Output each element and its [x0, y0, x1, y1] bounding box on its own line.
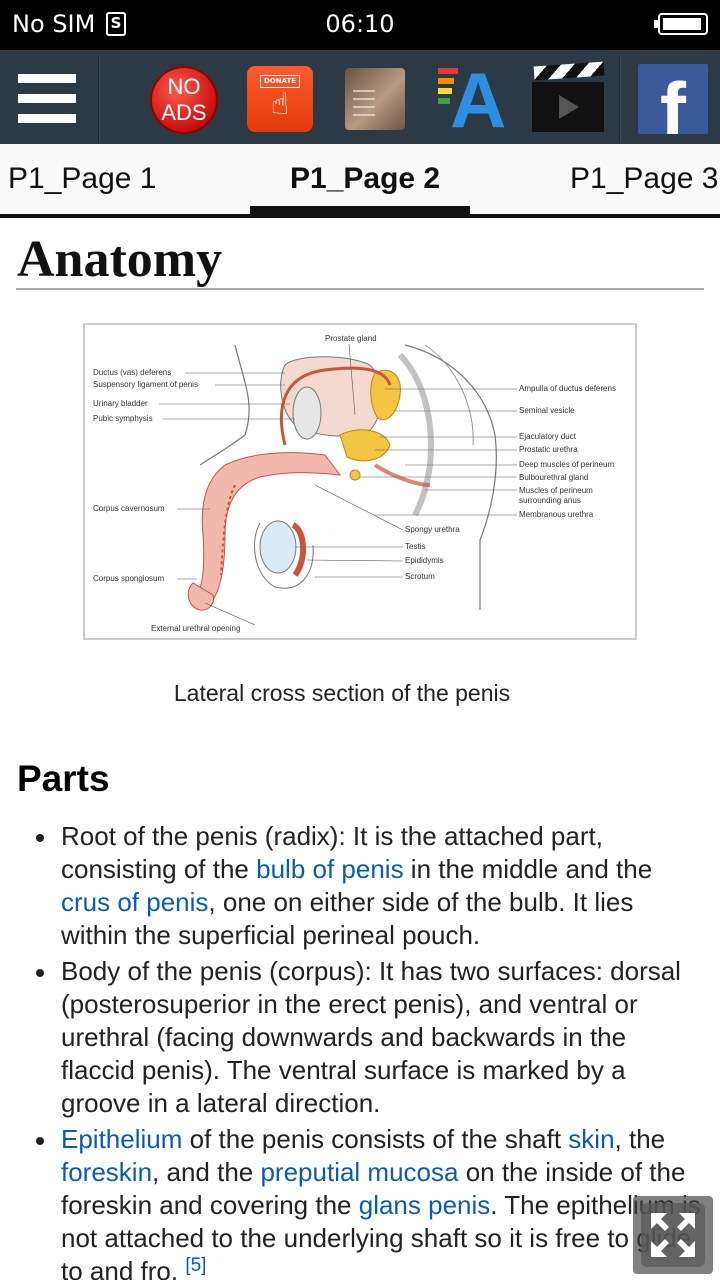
list-item: Body of the penis (corpus): It has two s…	[0, 955, 720, 1120]
sim-status-icon: S	[106, 12, 126, 36]
label-corpus-cavernosum: Corpus cavernosum	[93, 504, 165, 513]
reference-link[interactable]: [5]	[185, 1255, 207, 1276]
active-tab-indicator	[250, 206, 470, 214]
label-seminal-vesicle: Seminal vesicle	[519, 406, 575, 415]
label-testis: Testis	[405, 542, 425, 551]
label-prostatic-urethra: Prostatic urethra	[519, 445, 578, 454]
donate-label: DONATE	[260, 75, 300, 88]
section-title-parts: Parts	[17, 758, 110, 799]
label-ductus-deferens: Ductus (vas) deferens	[93, 368, 171, 377]
menu-icon[interactable]	[18, 74, 76, 124]
label-epididymis: Epididymis	[405, 556, 444, 565]
fullscreen-button[interactable]	[633, 1196, 713, 1274]
facebook-glyph: f	[660, 66, 686, 134]
link-epithelium[interactable]: Epithelium	[61, 1124, 183, 1154]
link-preputial-mucosa[interactable]: preputial mucosa	[260, 1157, 459, 1187]
book-icon[interactable]	[345, 68, 405, 130]
label-bulbourethral-gland: Bulbourethral gland	[519, 473, 588, 482]
link-crus-of-penis[interactable]: crus of penis	[61, 887, 209, 917]
pointer-hand-icon: ☝	[270, 87, 290, 122]
article-content[interactable]: Anatomy	[0, 218, 720, 1280]
carrier-label: No SIM	[12, 10, 96, 38]
app-toolbar: NO ADS DONATE ☝ A f	[0, 50, 720, 144]
list-item: Epithelium of the penis consists of the …	[0, 1123, 720, 1280]
label-corpus-spongiosum: Corpus spongiosum	[93, 574, 164, 583]
label-scrotum: Scrotum	[405, 572, 435, 581]
no-ads-button[interactable]: NO ADS	[150, 66, 218, 134]
toolbar-divider	[619, 56, 621, 142]
anatomy-figure[interactable]: Ductus (vas) deferens Suspensory ligamen…	[83, 323, 637, 640]
label-urinary-bladder: Urinary bladder	[93, 399, 148, 408]
link-skin[interactable]: skin	[568, 1124, 615, 1154]
donate-button[interactable]: DONATE ☝	[247, 66, 313, 132]
label-muscles-of-perineum: Muscles of perineum	[519, 486, 593, 495]
page-tabs: P1_Page 1 P1_Page 2 P1_Page 3	[0, 144, 720, 218]
video-icon[interactable]	[530, 61, 606, 134]
label-suspensory-ligament: Suspensory ligament of penis	[93, 380, 198, 389]
tab-page-2[interactable]: P1_Page 2	[290, 162, 441, 195]
link-bulb-of-penis[interactable]: bulb of penis	[256, 854, 404, 884]
font-glyph: A	[450, 56, 507, 144]
expand-icon	[641, 1203, 705, 1267]
label-spongy-urethra: Spongy urethra	[405, 525, 460, 534]
list-item: Root of the penis (radix): It is the att…	[0, 820, 720, 952]
tab-page-1[interactable]: P1_Page 1	[8, 162, 157, 195]
link-glans-penis[interactable]: glans penis	[358, 1190, 491, 1220]
label-membranous-urethra: Membranous urethra	[519, 510, 594, 519]
status-bar: No SIM S 06:10	[0, 0, 720, 50]
battery-icon	[654, 13, 708, 35]
figure-caption: Lateral cross section of the penis	[173, 680, 511, 706]
clock: 06:10	[325, 10, 395, 38]
label-deep-muscles-perineum: Deep muscles of perineum	[519, 460, 614, 469]
title-divider	[16, 288, 704, 290]
label-ampulla: Ampulla of ductus deferens	[519, 384, 616, 393]
label-surrounding-anus: surrounding anus	[519, 496, 581, 505]
page-title: Anatomy	[17, 231, 223, 288]
facebook-icon[interactable]: f	[638, 64, 708, 134]
toolbar-divider	[98, 56, 100, 142]
label-external-urethral-opening: External urethral opening	[151, 624, 240, 633]
label-pubic-symphysis: Pubic symphysis	[93, 414, 153, 423]
font-size-button[interactable]: A	[438, 60, 508, 140]
anatomy-diagram: Ductus (vas) deferens Suspensory ligamen…	[93, 334, 616, 633]
label-ejaculatory-duct: Ejaculatory duct	[519, 432, 577, 441]
no-ads-line2: ADS	[161, 100, 207, 125]
link-foreskin[interactable]: foreskin	[61, 1157, 153, 1187]
no-ads-line1: NO	[167, 74, 201, 99]
label-prostate-gland: Prostate gland	[325, 334, 377, 343]
parts-list: Root of the penis (radix): It is the att…	[0, 820, 720, 1280]
tab-page-3[interactable]: P1_Page 3	[570, 162, 719, 195]
